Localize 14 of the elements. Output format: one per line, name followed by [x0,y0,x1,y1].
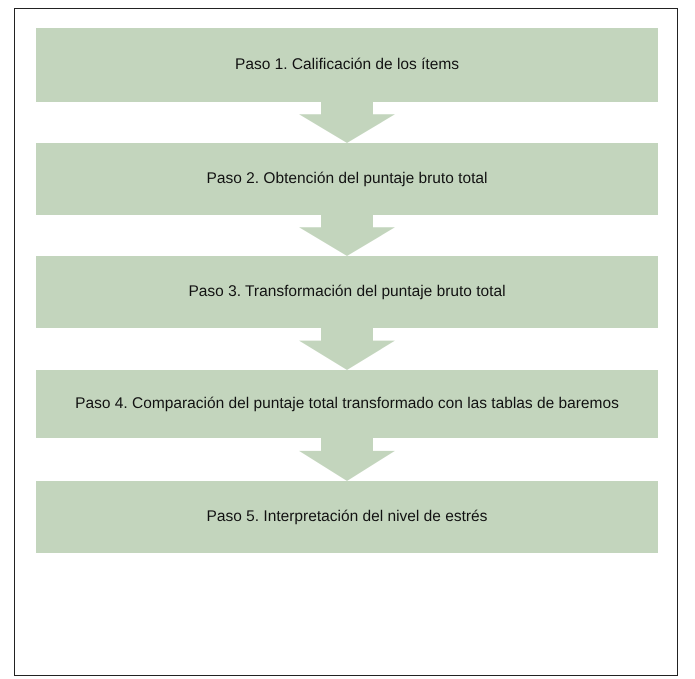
step-label: Paso 5. Interpretación del nivel de estrés [206,506,488,527]
step-box [36,28,658,102]
step-box [36,370,658,438]
step-label: Paso 3. Transformación del puntaje bruto total [188,282,506,302]
down-arrow [299,215,395,256]
down-arrow [299,102,395,143]
step-label: Paso 1. Calificación de los ítems [235,54,459,75]
step-box [36,256,658,328]
step-box [36,143,658,215]
down-arrow [299,438,395,481]
step-label: Paso 2. Obtención del puntaje bruto total [206,168,488,189]
step-label: Paso 4. Comparación del puntaje total transformado con las tablas de baremos [75,394,619,414]
step-box [36,481,658,553]
down-arrow [299,328,395,370]
